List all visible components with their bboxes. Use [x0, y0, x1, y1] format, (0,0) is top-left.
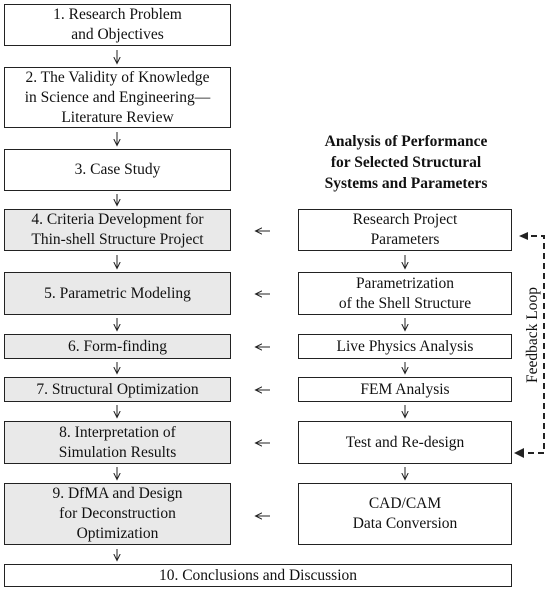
- step-2-literature-review: 2. The Validity of Knowledge in Science …: [4, 67, 231, 128]
- research-project-parameters: Research Project Parameters: [298, 209, 512, 251]
- analysis-heading: Analysis of Performance for Selected Str…: [324, 133, 488, 192]
- step-6-form-finding: 6. Form-finding: [4, 334, 231, 359]
- step-3-case-study: 3. Case Study: [4, 149, 231, 191]
- feedback-loop-path: [518, 232, 545, 454]
- live-physics-analysis: Live Physics Analysis: [298, 334, 512, 359]
- test-and-redesign: Test and Re-design: [298, 421, 512, 464]
- step-7-structural-optimization: 7. Structural Optimization: [4, 377, 231, 402]
- step-1-research-problem: 1. Research Problem and Objectives: [4, 4, 231, 46]
- step-10-conclusions: 10. Conclusions and Discussion: [4, 564, 512, 587]
- step-9-dfma-design: 9. DfMA and Design for Deconstruction Op…: [4, 483, 231, 545]
- fem-analysis: FEM Analysis: [298, 377, 512, 402]
- step-4-criteria-development: 4. Criteria Development for Thin-shell S…: [4, 209, 231, 251]
- step-5-parametric-modeling: 5. Parametric Modeling: [4, 272, 231, 315]
- parametrization-shell: Parametrization of the Shell Structure: [298, 272, 512, 315]
- step-8-interpretation: 8. Interpretation of Simulation Results: [4, 421, 231, 464]
- feedback-loop-start-arrow: [514, 448, 524, 458]
- cad-cam-conversion: CAD/CAM Data Conversion: [298, 483, 512, 545]
